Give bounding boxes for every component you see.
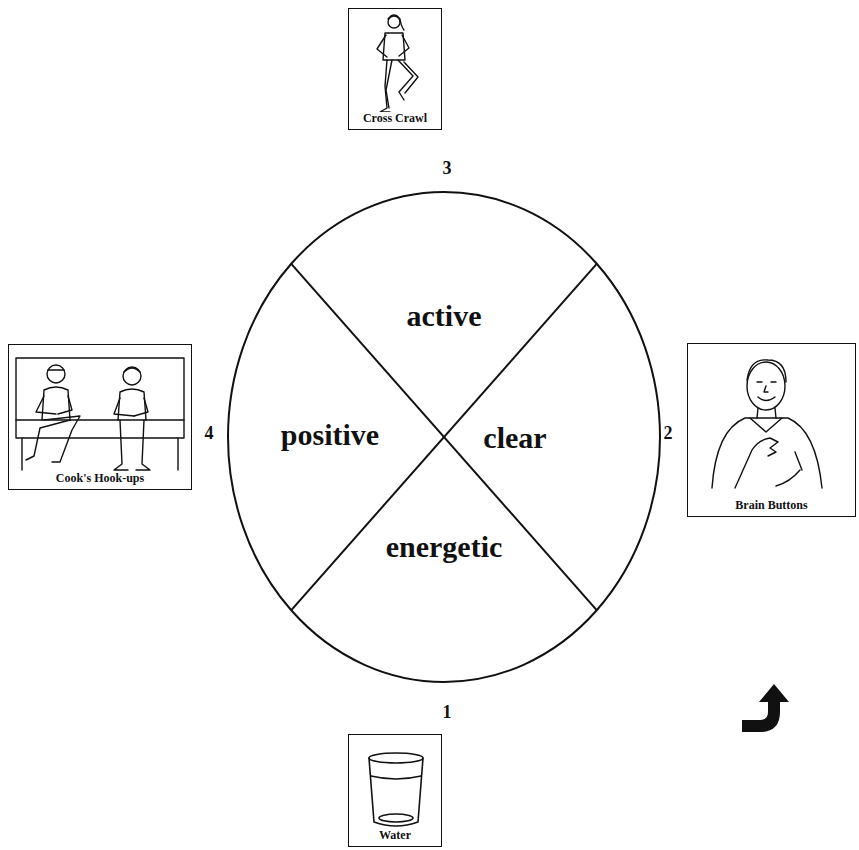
callout-number: 2 [664,424,673,442]
water-glass [369,753,423,826]
quadrant-word: energetic [386,530,503,563]
quadrant-word: active [407,299,482,332]
quadrant-word: clear [483,421,546,454]
box-caption: Cook's Hook-ups [54,472,146,486]
exercise-box: Brain Buttons [687,343,856,517]
circle-quadrant: clear [480,421,549,454]
callout-number: 3 [443,159,452,177]
circle-quadrant: energetic [383,530,506,563]
direction-arrow [742,684,789,732]
circle-quadrant: positive [278,418,382,451]
box-caption: Brain Buttons [733,499,809,513]
callout-number: 4 [205,424,214,442]
cross-crawl-figure [377,15,418,112]
exercise-box: Cook's Hook-ups [8,344,192,490]
exercise-box: Cross Crawl [348,8,442,130]
box-caption: Water [377,829,413,843]
box-caption: Cross Crawl [361,112,429,126]
circle-quadrant: active [404,299,485,332]
brain-buttons-figure [712,360,822,488]
exercise-box: Water [348,734,442,847]
quadrant-word: positive [281,418,379,451]
quadrant-circle [228,192,660,682]
callout-number: 1 [443,703,452,721]
cooks-hookups-figures [16,358,184,470]
